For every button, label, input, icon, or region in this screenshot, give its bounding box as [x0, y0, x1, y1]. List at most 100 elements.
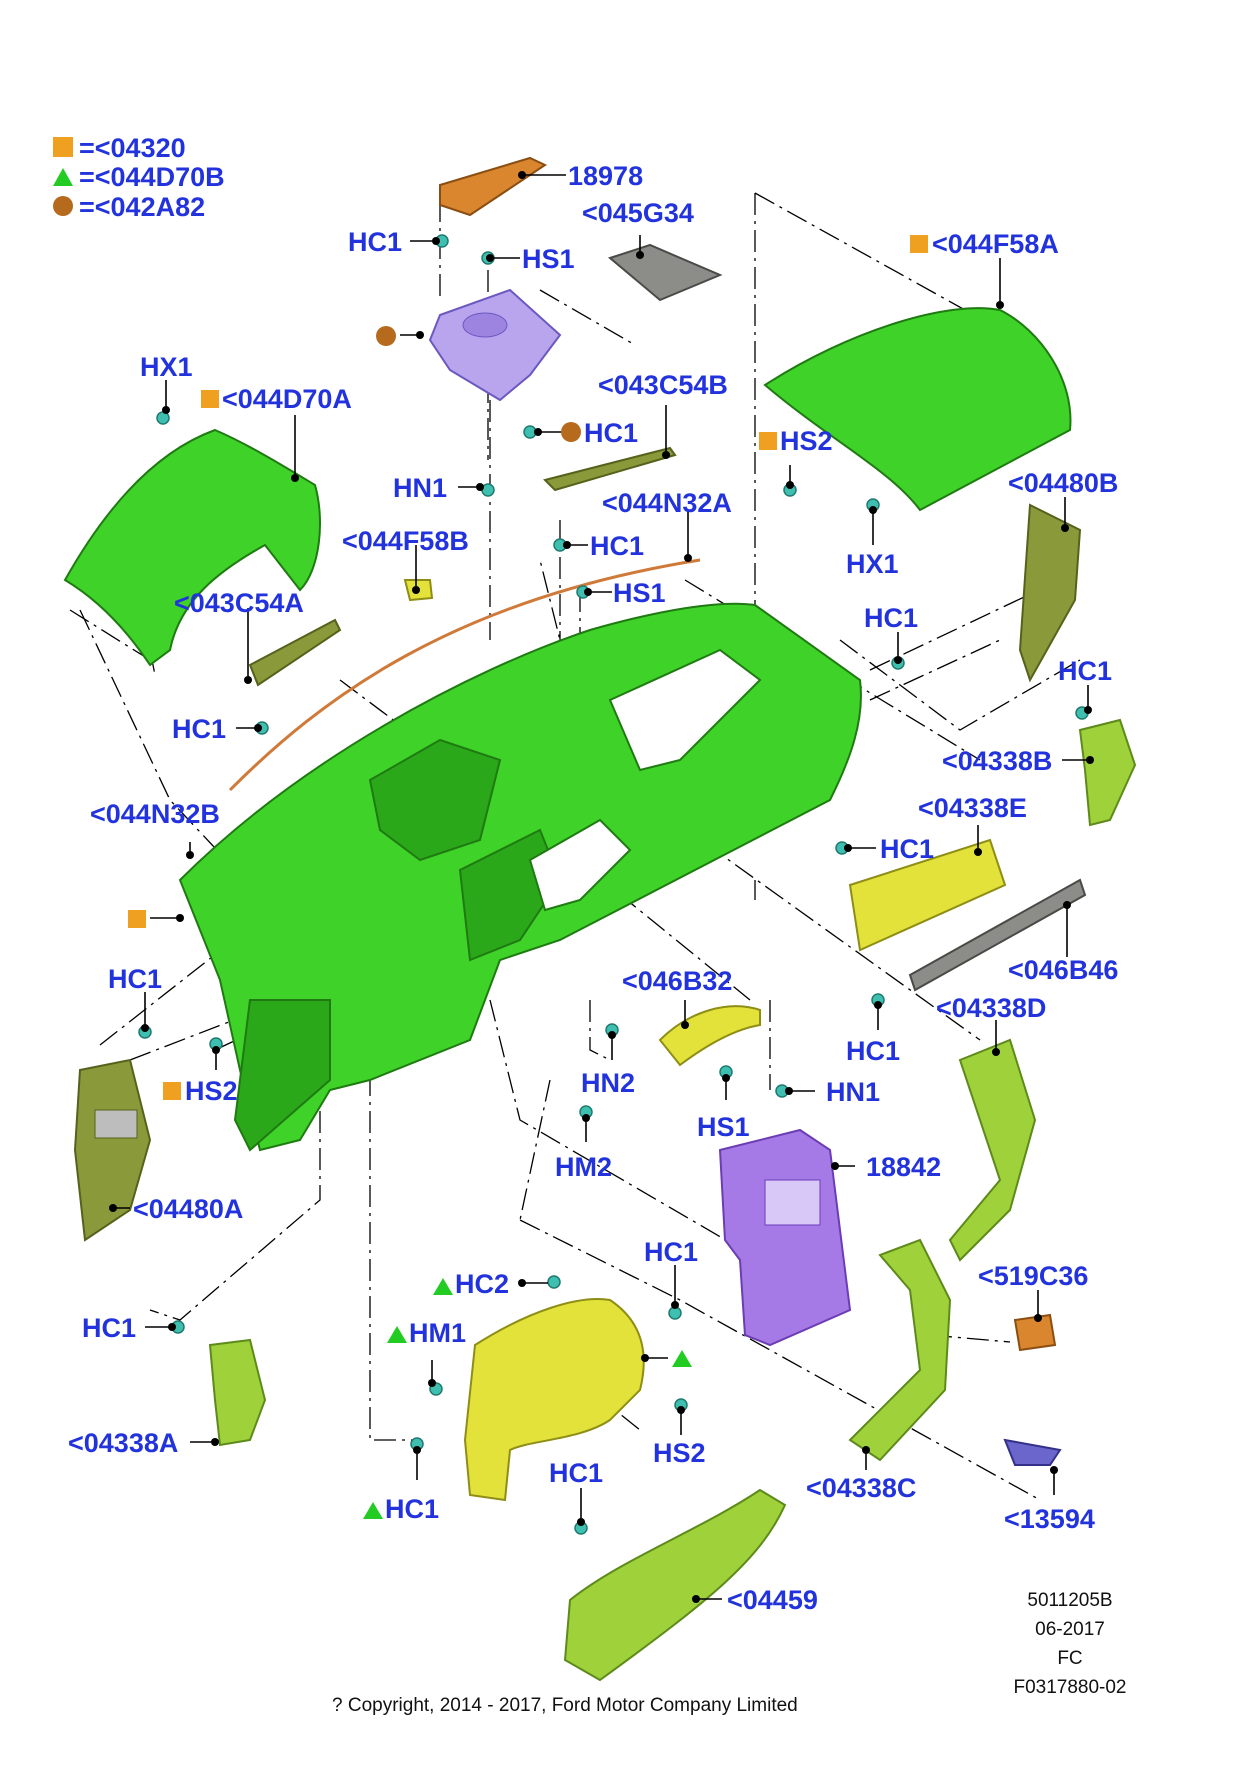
label-markers: [163, 235, 928, 1519]
label-hc1-top: HC1: [348, 227, 402, 257]
legend-label-square: =<04320: [79, 133, 186, 163]
dash-window-left: [368, 738, 502, 862]
label-hs2-bottom: HS2: [653, 1438, 706, 1468]
marker-04320-square-hs2-left: [163, 1082, 181, 1100]
legend-label-triangle: =<044D70B: [79, 162, 225, 192]
label-hc1-far-left: HC1: [82, 1313, 136, 1343]
marker-042A82-circle-tray: [376, 326, 396, 346]
legend-square-icon: [53, 137, 73, 157]
label-04338C: <04338C: [806, 1473, 916, 1503]
marker-044D70B-triangle-housing: [672, 1350, 692, 1367]
label-18842: 18842: [866, 1152, 941, 1182]
footer-copyright: ? Copyright, 2014 - 2017, Ford Motor Com…: [332, 1695, 798, 1716]
dash-window-right: [608, 648, 762, 772]
label-046B32: <046B32: [622, 966, 732, 996]
label-04338A: <04338A: [68, 1428, 178, 1458]
label-045G34: <045G34: [582, 198, 694, 228]
label-hc1-mid: HC1: [590, 531, 644, 561]
part-046B46-shape: [908, 878, 1087, 992]
dash-lower-brace: [233, 999, 331, 1152]
marker-04320-square-044D70A: [201, 390, 219, 408]
label-04338B: <04338B: [942, 746, 1052, 776]
label-hc1-center: HC1: [880, 834, 934, 864]
part-13594-shape: [1003, 1438, 1062, 1466]
label-hm2: HM2: [555, 1152, 612, 1182]
legend-triangle-icon: [53, 168, 73, 186]
leader-lines: [109, 171, 1094, 1603]
label-hn2: HN2: [581, 1068, 635, 1098]
label-hc1-circle: HC1: [584, 418, 638, 448]
label-hx1-right: HX1: [846, 549, 899, 579]
label-hs1-lower: HS1: [697, 1112, 750, 1142]
footer-fc: FC: [1057, 1648, 1082, 1669]
part-045G34-shape: [607, 243, 723, 302]
vent-grille-04480A: [94, 1109, 138, 1139]
marker-042A82-circle-hc1: [561, 422, 581, 442]
callout-labels: 18978 HC1 HS1 <045G34 <044F58A HX1 <044D…: [68, 161, 1118, 1615]
part-18978-shape: [439, 156, 548, 217]
part-044D70A-shape: [63, 428, 321, 667]
label-04459: <04459: [727, 1585, 818, 1615]
label-04480A: <04480A: [133, 1194, 243, 1224]
label-043C54A: <043C54A: [174, 588, 304, 618]
footer-code: 5011205B: [1027, 1590, 1112, 1611]
part-18842-shape: [718, 1128, 852, 1347]
clip-hc2: [547, 1275, 561, 1289]
label-044F58B: <044F58B: [342, 526, 469, 556]
part-04459-shape: [563, 1488, 787, 1682]
part-044F58A-shape: [763, 307, 1072, 512]
label-18978: 18978: [568, 161, 643, 191]
part-044N32A-shape: [228, 558, 701, 792]
part-04338D-shape: [948, 1038, 1037, 1262]
label-hc1-triangle: HC1: [385, 1494, 439, 1524]
label-044D70A: <044D70A: [222, 384, 352, 414]
label-044N32A: <044N32A: [602, 488, 732, 518]
label-04338D: <04338D: [936, 993, 1046, 1023]
legend-circle-icon: [53, 196, 73, 216]
label-13594: <13594: [1004, 1504, 1095, 1534]
label-hc1-bottom: HC1: [549, 1458, 603, 1488]
footer: ? Copyright, 2014 - 2017, Ford Motor Com…: [332, 1590, 1127, 1716]
tray-cup-shape: [462, 312, 508, 338]
label-hx1-left: HX1: [140, 352, 193, 382]
label-044N32B: <044N32B: [90, 799, 220, 829]
marker-04320-square-dash: [128, 910, 146, 928]
label-04480B: <04480B: [1008, 468, 1118, 498]
label-hs2-left: HS2: [185, 1076, 238, 1106]
label-hc2: HC2: [455, 1269, 509, 1299]
label-hc1-rt2: HC1: [1058, 656, 1112, 686]
label-044F58A: <044F58A: [932, 229, 1059, 259]
part-043C54B-shape: [543, 446, 677, 492]
part-04338A-shape: [208, 1338, 267, 1447]
legend-label-circle: =<042A82: [79, 192, 205, 222]
label-hc1-bottom-center: HC1: [644, 1237, 698, 1267]
marker-044D70B-triangle-hc2: [433, 1278, 453, 1295]
label-hs1-mid: HS1: [613, 578, 666, 608]
part-046B32-shape: [658, 1005, 761, 1067]
part-04338B-shape: [1078, 718, 1137, 827]
label-hs1-top: HS1: [522, 244, 575, 274]
marker-044D70B-triangle-hc1: [363, 1502, 383, 1519]
footer-figure-id: F0317880-02: [1013, 1677, 1126, 1698]
marker-044D70B-triangle-hm1: [387, 1326, 407, 1343]
part-tray-shape: [428, 288, 562, 402]
marker-04320-square-044F58A: [910, 235, 928, 253]
label-hc1-lower-right: HC1: [846, 1036, 900, 1066]
label-hc1-rt: HC1: [864, 603, 918, 633]
label-hs2-right: HS2: [780, 426, 833, 456]
legend: =<04320 =<044D70B =<042A82: [53, 133, 225, 222]
label-046B46: <046B46: [1008, 955, 1118, 985]
footer-date: 06-2017: [1035, 1619, 1105, 1640]
part-04338E-shape: [848, 838, 1007, 952]
label-043C54B: <043C54B: [598, 370, 728, 400]
parts: [63, 156, 1137, 1682]
label-hc1-left: HC1: [172, 714, 226, 744]
label-hc1-lower-left: HC1: [108, 964, 162, 994]
label-04338E: <04338E: [918, 793, 1027, 823]
label-hm1: HM1: [409, 1318, 466, 1348]
part-04338C-shape: [848, 1238, 952, 1462]
part-cluster-housing-shape: [463, 1298, 645, 1502]
part-04480A-shape: [73, 1058, 152, 1242]
label-hn1-top: HN1: [393, 473, 447, 503]
